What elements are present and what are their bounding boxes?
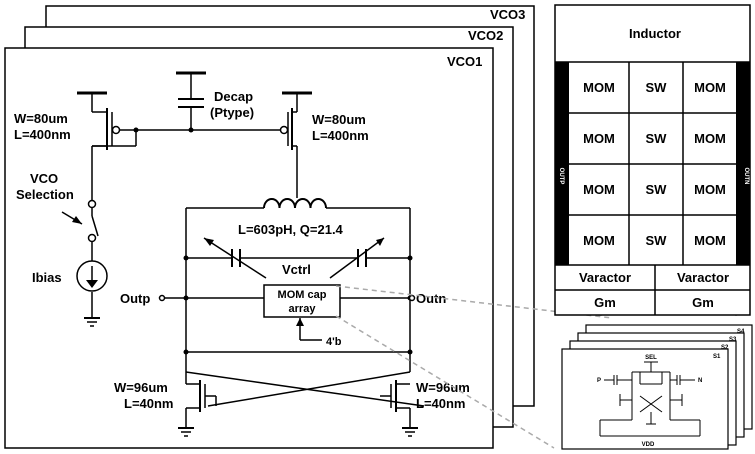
mom-cap-array: MOM cap array 4'b	[263, 284, 342, 348]
cell-r3-c0: MOM	[583, 233, 615, 248]
outp-label: Outp	[120, 291, 150, 306]
varactor-right-cell: Varactor	[677, 270, 729, 285]
pmos-right-l: L=400nm	[312, 128, 369, 143]
gm-right-cell: Gm	[692, 295, 714, 310]
side-label-left: OUTP	[558, 168, 564, 185]
inductor-spec: L=603pH, Q=21.4	[238, 222, 344, 237]
vdd-label: VDD	[642, 442, 655, 448]
circuit-nodes	[133, 127, 413, 355]
layout-inductor-label: Inductor	[629, 26, 681, 41]
layout-floorplan: Inductor OUTP OUTN MOM SW MOM MOM SW MOM…	[554, 4, 751, 316]
gm-left-cell: Gm	[594, 295, 616, 310]
switch-cell-stack: S4 S3 S2 S1	[561, 324, 753, 450]
pmos-left-l: L=400nm	[14, 127, 71, 142]
p-label: P	[597, 378, 601, 384]
cell-r2-c0: MOM	[583, 182, 615, 197]
cell-r0-c1: SW	[646, 80, 668, 95]
pmos-left-w: W=80um	[14, 111, 68, 126]
n-label: N	[698, 378, 702, 384]
decap-line1: Decap	[214, 89, 253, 104]
cell-r0-c2: MOM	[694, 80, 726, 95]
side-bar-left	[555, 62, 569, 265]
decap-line2: (Ptype)	[210, 105, 254, 120]
stack-label-s2: S2	[721, 345, 729, 351]
cell-r0-c0: MOM	[583, 80, 615, 95]
current-source-icon	[76, 260, 108, 292]
switch-arrow-icon	[72, 216, 82, 224]
nmos-left-l: L=40nm	[124, 396, 174, 411]
vco1-label: VCO1	[447, 54, 482, 69]
varactor-right-icon	[329, 237, 385, 279]
stack-label-s1: S1	[713, 354, 721, 360]
cell-r2-c1: SW	[646, 182, 668, 197]
vco2-label: VCO2	[468, 28, 503, 43]
vco-selection-line2: Selection	[16, 187, 74, 202]
ibias-label: Ibias	[32, 270, 62, 285]
mom-array-line2: array	[289, 303, 317, 315]
nmos-left-w: W=96um	[114, 380, 168, 395]
cell-r1-c0: MOM	[583, 131, 615, 146]
mom-array-bits: 4'b	[326, 336, 342, 348]
cell-r1-c1: SW	[646, 131, 668, 146]
stack-label-s3: S3	[729, 337, 737, 343]
pmos-right-bubble	[279, 125, 289, 135]
side-label-right: OUTN	[743, 168, 749, 185]
outn-terminal	[408, 294, 416, 302]
outn-label: Outn	[416, 291, 446, 306]
pmos-right-w: W=80um	[312, 112, 366, 127]
varactor-left-icon	[203, 237, 267, 279]
switch-terminal-top	[87, 199, 97, 209]
switch-terminal-bottom	[87, 233, 97, 243]
vco3-label: VCO3	[490, 7, 525, 22]
vco-selection-line1: VCO	[30, 171, 58, 186]
cell-r3-c1: SW	[646, 233, 668, 248]
nmos-right-w: W=96um	[416, 380, 470, 395]
vctrl-label: Vctrl	[282, 262, 311, 277]
cell-r1-c2: MOM	[694, 131, 726, 146]
nmos-right-l: L=40nm	[416, 396, 466, 411]
varactor-left-cell: Varactor	[579, 270, 631, 285]
pmos-left-bubble	[111, 125, 121, 135]
stack-label-s4: S4	[737, 329, 745, 335]
outp-terminal	[158, 294, 166, 302]
cell-r3-c2: MOM	[694, 233, 726, 248]
mom-array-line1: MOM cap	[278, 289, 327, 301]
cell-r2-c2: MOM	[694, 182, 726, 197]
sel-label: SEL	[645, 355, 657, 361]
side-bar-right	[736, 62, 750, 265]
inductor-icon	[263, 198, 327, 209]
